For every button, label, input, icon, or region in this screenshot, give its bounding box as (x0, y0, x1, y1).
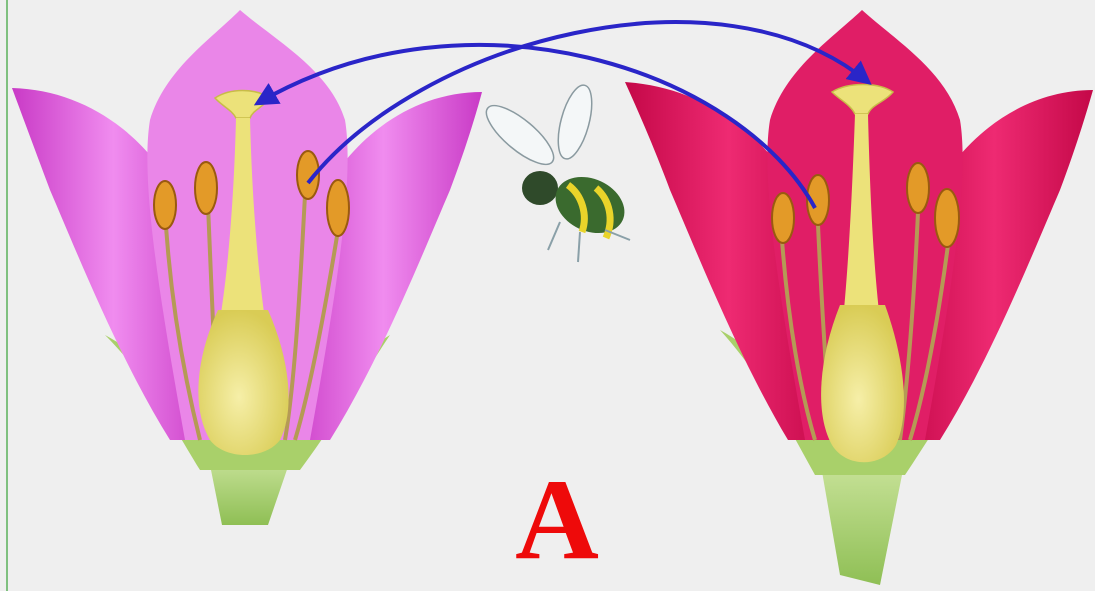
bee-head (522, 171, 558, 205)
left-flower-anther (327, 180, 349, 236)
diagram-label: A (497, 462, 617, 578)
right-flower-anther (907, 163, 929, 213)
bee-wing (552, 82, 599, 163)
right-flower-anther (772, 193, 794, 243)
bee-icon (478, 82, 633, 262)
left-flower-anther (195, 162, 217, 214)
right-flower-ovary (821, 305, 904, 462)
bee-body (546, 166, 633, 244)
bee-wing (478, 97, 562, 174)
right-flower-stalk (820, 460, 905, 585)
left-flower (12, 10, 482, 525)
left-flower-anther (154, 181, 176, 229)
right-flower-anther (935, 189, 959, 247)
left-flower-ovary (198, 310, 288, 455)
